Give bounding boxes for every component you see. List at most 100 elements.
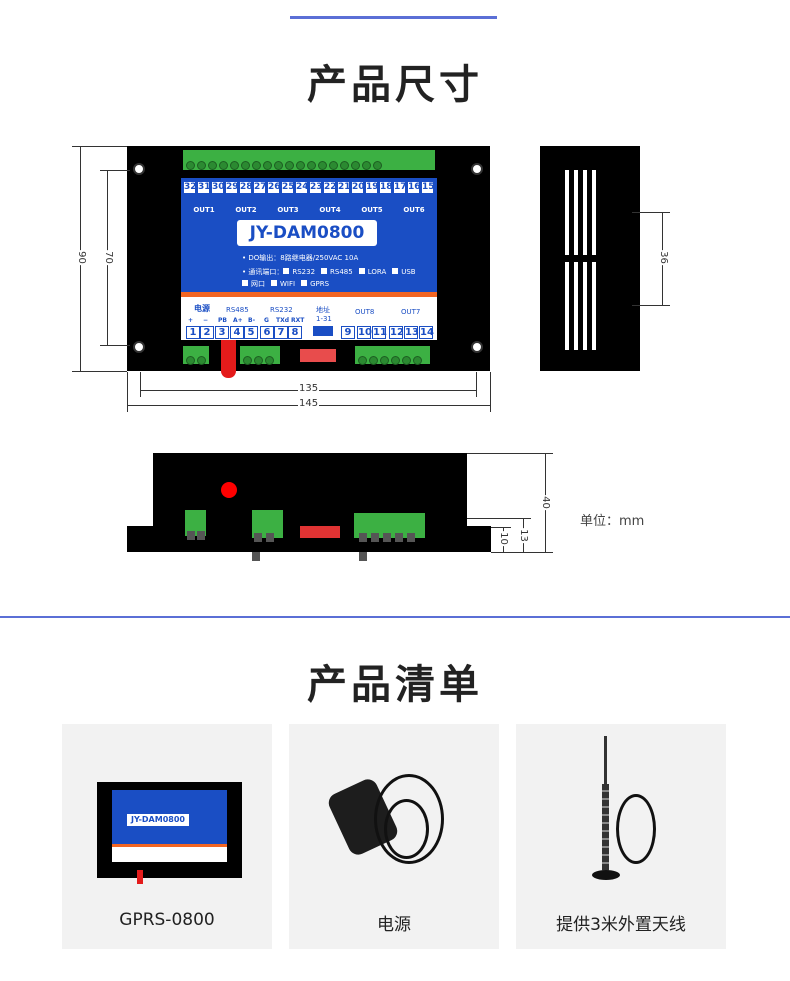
top-terminal-strip xyxy=(183,150,435,170)
terminal-number: 9 xyxy=(341,326,355,339)
terminal-number: 21 xyxy=(337,181,351,194)
item-card-antenna: 提供3米外置天线 xyxy=(516,724,726,949)
terminal-screw xyxy=(329,161,338,170)
terminal-number: 6 xyxy=(260,326,274,339)
terminal-number: 15 xyxy=(421,181,435,194)
terminal-screw xyxy=(274,161,283,170)
pin-label: B- xyxy=(248,317,256,324)
terminal-number: 24 xyxy=(295,181,309,194)
terminal-number: 3 xyxy=(215,326,229,339)
pin-label: TXd xyxy=(276,317,290,324)
item-label: GPRS-0800 xyxy=(119,910,215,930)
pin-label: A+ xyxy=(233,317,243,324)
terminal-screw xyxy=(263,161,272,170)
comm-port: RS485 xyxy=(321,268,353,276)
out-label: OUT4 xyxy=(319,206,341,214)
terminal-number: 2 xyxy=(200,326,214,339)
power-terminal xyxy=(183,346,209,365)
terminal-number: 22 xyxy=(323,181,337,194)
dim-10: 10 xyxy=(497,531,509,546)
terminal-number: 8 xyxy=(288,326,302,339)
terminal-screw xyxy=(252,161,261,170)
dim-135: 135 xyxy=(298,383,320,394)
out8-label: OUT8 xyxy=(355,308,375,316)
comm-port: RS232 xyxy=(283,268,315,276)
terminal-number: 32 xyxy=(183,181,197,194)
rs485-label: RS485 xyxy=(226,306,249,314)
terminal-number: 30 xyxy=(211,181,225,194)
pin-label: G xyxy=(264,317,269,324)
comm-port: GPRS xyxy=(301,280,329,288)
terminal-number: 5 xyxy=(244,326,258,339)
unit-label: 单位：mm xyxy=(580,514,645,529)
dip-switch[interactable] xyxy=(300,349,336,362)
terminal-number: 12 xyxy=(389,326,404,339)
terminal-number: 29 xyxy=(225,181,239,194)
dim-70: 70 xyxy=(102,250,114,265)
pin-label: PB xyxy=(218,317,227,324)
terminal-number: 25 xyxy=(281,181,295,194)
device-model-thumb-label: JY-DAM0800 xyxy=(127,814,189,826)
terminal-number: 18 xyxy=(379,181,393,194)
terminal-number: 31 xyxy=(197,181,211,194)
dim-40: 40 xyxy=(539,495,551,510)
terminal-screw xyxy=(241,161,250,170)
terminal-screw xyxy=(351,161,360,170)
comm-port: 网口 xyxy=(242,280,265,288)
comm-port: USB xyxy=(392,268,416,276)
section-divider xyxy=(0,616,790,618)
terminal-number: 4 xyxy=(230,326,244,339)
out-label: OUT5 xyxy=(361,206,383,214)
terminal-number: 26 xyxy=(267,181,281,194)
terminal-number: 1 xyxy=(186,326,200,339)
terminal-screw xyxy=(340,161,349,170)
comm-port: LORA xyxy=(358,268,386,276)
model-label: JY-DAM0800 xyxy=(237,220,377,246)
terminal-number: 14 xyxy=(419,326,434,339)
dim-36: 36 xyxy=(657,250,669,265)
comm-port: WIFI xyxy=(271,280,295,288)
out-label: OUT3 xyxy=(277,206,299,214)
rs232-terminal xyxy=(240,346,280,365)
dim-145: 145 xyxy=(298,398,320,409)
terminal-number: 10 xyxy=(357,326,372,339)
terminal-number: 11 xyxy=(372,326,387,339)
item-label: 提供3米外置天线 xyxy=(556,915,686,935)
terminal-screw xyxy=(307,161,316,170)
terminal-number: 20 xyxy=(351,181,365,194)
terminal-screw xyxy=(230,161,239,170)
terminal-number: 7 xyxy=(274,326,288,339)
terminal-screw xyxy=(186,161,195,170)
output-terminal xyxy=(355,346,430,365)
section-title-dimensions: 产品尺寸 xyxy=(307,62,483,108)
terminal-screw xyxy=(197,161,206,170)
out-label: OUT2 xyxy=(235,206,257,214)
item-label: 电源 xyxy=(377,915,411,935)
power-label: 电源 xyxy=(194,304,210,313)
terminal-number: 16 xyxy=(407,181,421,194)
pin-label: + xyxy=(188,317,194,324)
rs232-label: RS232 xyxy=(270,306,293,314)
dim-13: 13 xyxy=(517,528,529,543)
address-dip-switch[interactable] xyxy=(313,326,333,336)
out7-label: OUT7 xyxy=(401,308,421,316)
terminal-number: 28 xyxy=(239,181,253,194)
terminal-number: 13 xyxy=(404,326,419,339)
do-output-spec: • DO输出：8路继电器/250VAC 10A xyxy=(242,254,359,262)
terminal-number: 27 xyxy=(253,181,267,194)
out-label: OUT6 xyxy=(403,206,425,214)
terminal-number: 17 xyxy=(393,181,407,194)
address-range: 1-31 xyxy=(316,315,332,323)
address-label: 地址 xyxy=(316,306,330,314)
terminal-number: 19 xyxy=(365,181,379,194)
dim-90: 90 xyxy=(75,250,87,265)
terminal-screw xyxy=(362,161,371,170)
top-divider xyxy=(290,16,497,19)
terminal-number: 23 xyxy=(309,181,323,194)
pin-label: − xyxy=(203,317,209,324)
